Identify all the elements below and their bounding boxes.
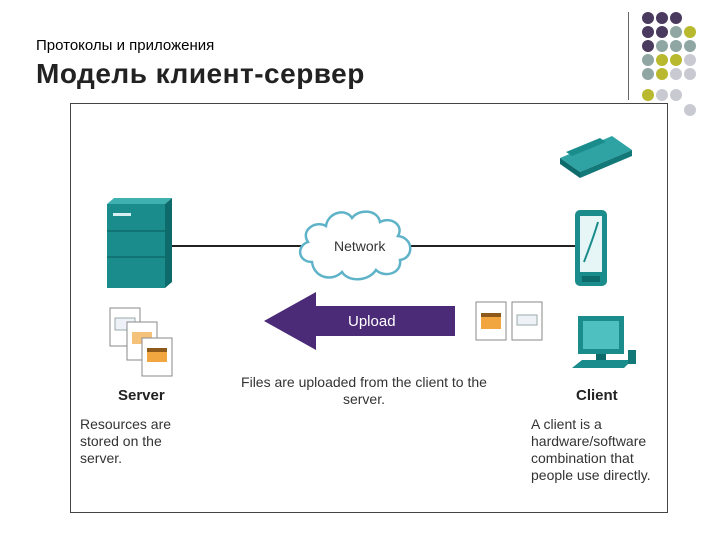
dot-row-4 [642, 54, 696, 66]
decorative-dot-grid [642, 12, 696, 116]
mobile-device-icon [575, 210, 607, 286]
client-label: Client [576, 387, 618, 404]
network-cloud-icon [299, 210, 412, 281]
upload-arrow [264, 292, 455, 350]
upload-caption: Files are uploaded from the client to th… [241, 374, 487, 407]
client-files-icon [475, 301, 543, 341]
dot-row-1 [642, 12, 682, 24]
desktop-computer-icon [572, 316, 636, 368]
server-label: Server [118, 387, 165, 404]
ip-phone-icon [533, 136, 632, 178]
section-subtitle: Протоколы и приложения [36, 37, 215, 54]
client-description: A client is a hardware/software combinat… [531, 416, 651, 483]
server-description: Resources are stored on the server. [80, 416, 172, 466]
dot-row-6 [642, 89, 682, 101]
divider-line [628, 12, 629, 100]
page-title: Модель клиент-сервер [36, 58, 365, 89]
dot-row-5 [642, 68, 696, 80]
dot-row-2 [642, 26, 696, 38]
upload-label: Upload [348, 313, 396, 330]
dot-row-7 [684, 104, 696, 116]
dot-row-3 [642, 40, 696, 52]
server-files-icon [109, 307, 173, 377]
network-label: Network [334, 238, 386, 254]
server-icon [107, 198, 172, 288]
